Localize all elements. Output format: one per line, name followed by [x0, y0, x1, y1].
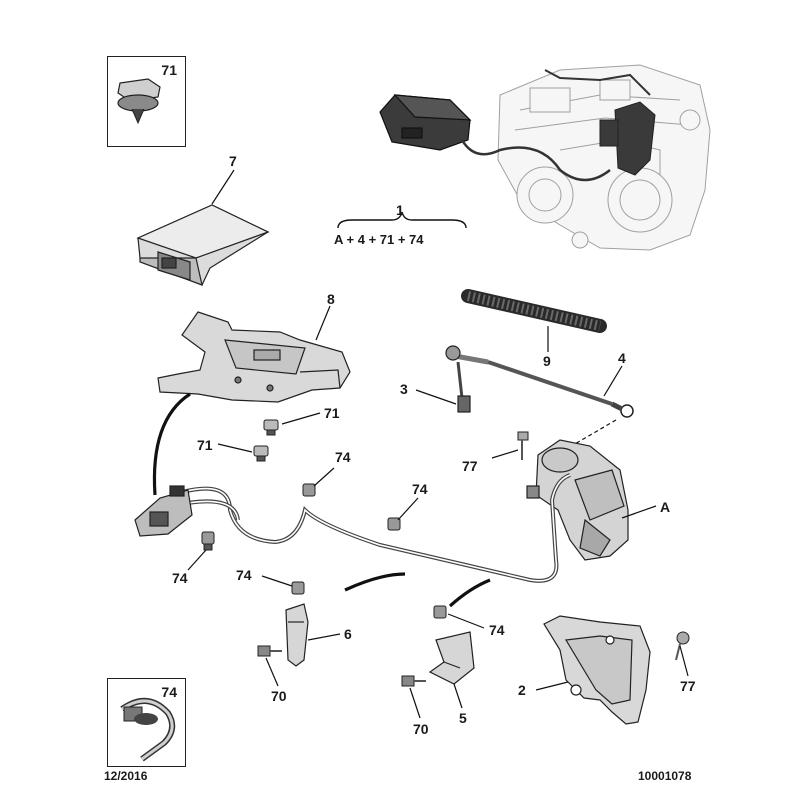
- dash-guide: [567, 419, 617, 449]
- bolt-77-upper: [517, 431, 529, 460]
- clip-74-top: [302, 483, 316, 497]
- footer-reference: 10001078: [638, 769, 692, 783]
- part-A-actuator: [526, 439, 629, 561]
- leader-7: [211, 169, 235, 205]
- part-3-link-rod: [456, 361, 471, 413]
- label-5: 5: [459, 710, 467, 726]
- leader-6: [307, 633, 341, 641]
- clip-74-left: [201, 531, 215, 551]
- clip-71-lower: [253, 445, 269, 462]
- harness-connector: [134, 485, 193, 537]
- label-6: 6: [344, 626, 352, 642]
- label-77-upper: 77: [462, 458, 478, 474]
- leader-5: [453, 683, 463, 709]
- gearbox-engine-illustration: [497, 64, 711, 251]
- top-harness: [460, 139, 611, 182]
- part-7-control-module: [136, 204, 270, 286]
- label-8: 8: [327, 291, 335, 307]
- leader-70-right: [409, 687, 421, 719]
- leader-A: [621, 505, 657, 519]
- leader-74-bracket6: [261, 575, 293, 587]
- footer-date: 12/2016: [104, 769, 148, 783]
- clip-74-right: [387, 517, 401, 531]
- engine-actuator: [599, 101, 656, 176]
- callout-curve-6: [344, 572, 406, 592]
- label-9: 9: [543, 353, 551, 369]
- part-9-corrugated-sleeve: [461, 289, 607, 333]
- thumbnail-71-number: 71: [161, 62, 177, 78]
- label-70-left: 70: [271, 688, 287, 704]
- clip-74-bracket5: [433, 605, 447, 619]
- leader-70-left: [265, 657, 279, 687]
- assembly-formula: A + 4 + 71 + 74: [334, 232, 424, 247]
- leader-74-left: [187, 549, 207, 571]
- thumbnail-71: 71: [107, 56, 186, 147]
- callout-curve-8: [152, 392, 191, 496]
- assembly-brace: [337, 211, 467, 229]
- clip-71-icon: [117, 78, 161, 125]
- leader-8: [315, 305, 331, 341]
- label-77-lower: 77: [680, 678, 696, 694]
- label-74-left: 74: [172, 570, 188, 586]
- thumbnail-74-number: 74: [161, 684, 177, 700]
- clip-74-bracket6: [291, 581, 305, 595]
- part-5-bracket: [428, 631, 475, 685]
- bolt-70-left: [257, 645, 282, 657]
- engine-harness: [544, 69, 651, 96]
- label-74-bracket5: 74: [489, 622, 505, 638]
- label-3: 3: [400, 381, 408, 397]
- leader-77-upper: [491, 449, 519, 459]
- leader-77-lower: [679, 645, 689, 677]
- label-2: 2: [518, 682, 526, 698]
- clip-71-upper: [263, 419, 279, 436]
- leader-3: [415, 389, 457, 405]
- label-71-upper: 71: [324, 405, 340, 421]
- main-wiring-harness: [181, 473, 571, 583]
- part-6-bracket: [285, 603, 309, 667]
- part-4-control-cable: [445, 345, 634, 418]
- callout-curve-5: [448, 578, 491, 608]
- leader-74-bracket5: [447, 613, 485, 629]
- leader-74-top: [313, 467, 335, 487]
- label-7: 7: [229, 153, 237, 169]
- label-71-lower: 71: [197, 437, 213, 453]
- thumbnail-74: 74: [107, 678, 186, 767]
- leader-2: [535, 681, 569, 691]
- leader-71-lower: [217, 443, 253, 453]
- top-control-unit: [379, 94, 472, 151]
- label-74-top: 74: [335, 449, 351, 465]
- part-8-mounting-bracket: [157, 311, 351, 403]
- leader-4: [603, 365, 623, 397]
- leader-74-right: [397, 497, 419, 521]
- label-74-right: 74: [412, 481, 428, 497]
- leader-71-upper: [281, 412, 321, 425]
- bolt-70-right: [401, 675, 426, 687]
- bolt-77-lower: [675, 631, 690, 661]
- label-4: 4: [618, 350, 626, 366]
- label-70-right: 70: [413, 721, 429, 737]
- label-A: A: [660, 499, 671, 515]
- assembly-number: 1: [396, 202, 404, 218]
- label-74-bracket6: 74: [236, 567, 252, 583]
- part-2-actuator-bracket: [543, 615, 651, 725]
- clip-74-icon: [120, 698, 176, 762]
